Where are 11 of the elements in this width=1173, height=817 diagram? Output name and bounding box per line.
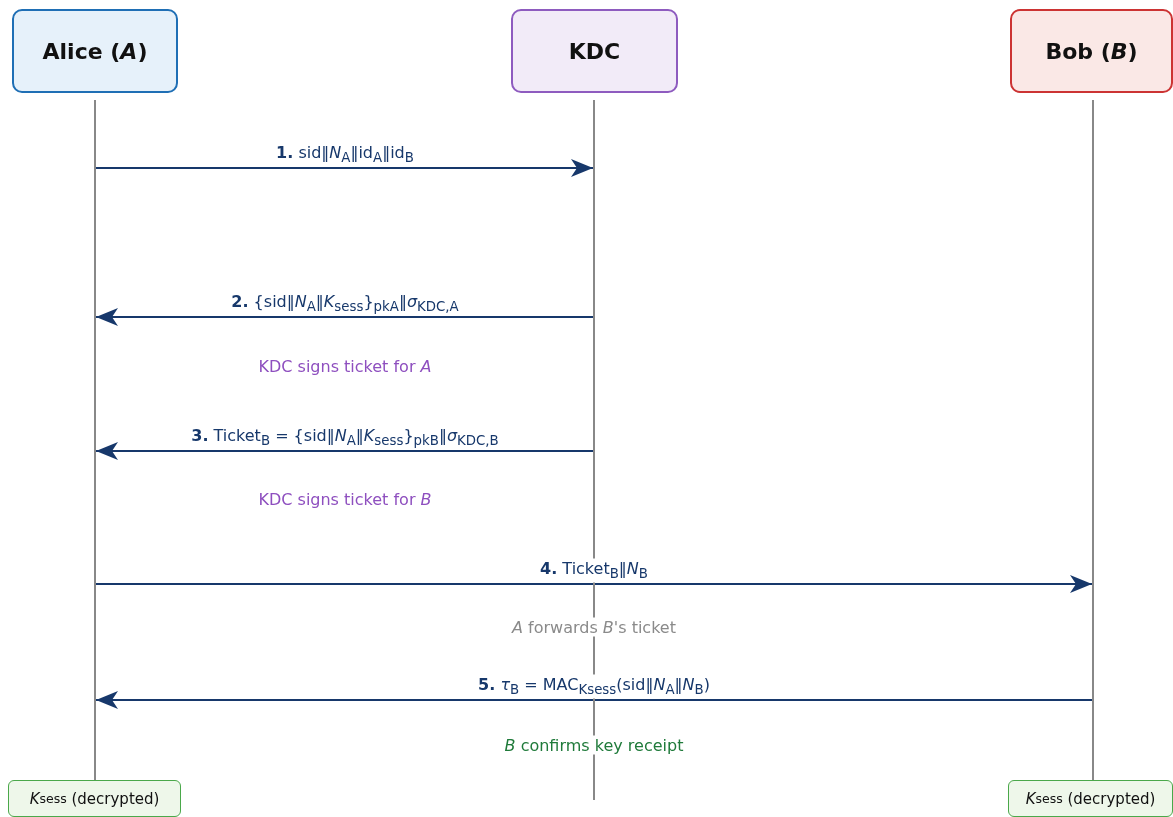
message-arrow <box>95 308 594 326</box>
message-arrow <box>95 442 594 460</box>
participant-box: KDC <box>511 9 678 93</box>
lifeline <box>1092 100 1094 780</box>
participant-box: Bob (B) <box>1010 9 1173 93</box>
participant-box: Alice (A) <box>12 9 178 93</box>
message-arrow <box>95 159 594 177</box>
lifeline <box>593 100 595 800</box>
message-arrow <box>95 575 1093 593</box>
lifeline <box>94 100 96 780</box>
message-arrow <box>95 691 1093 709</box>
